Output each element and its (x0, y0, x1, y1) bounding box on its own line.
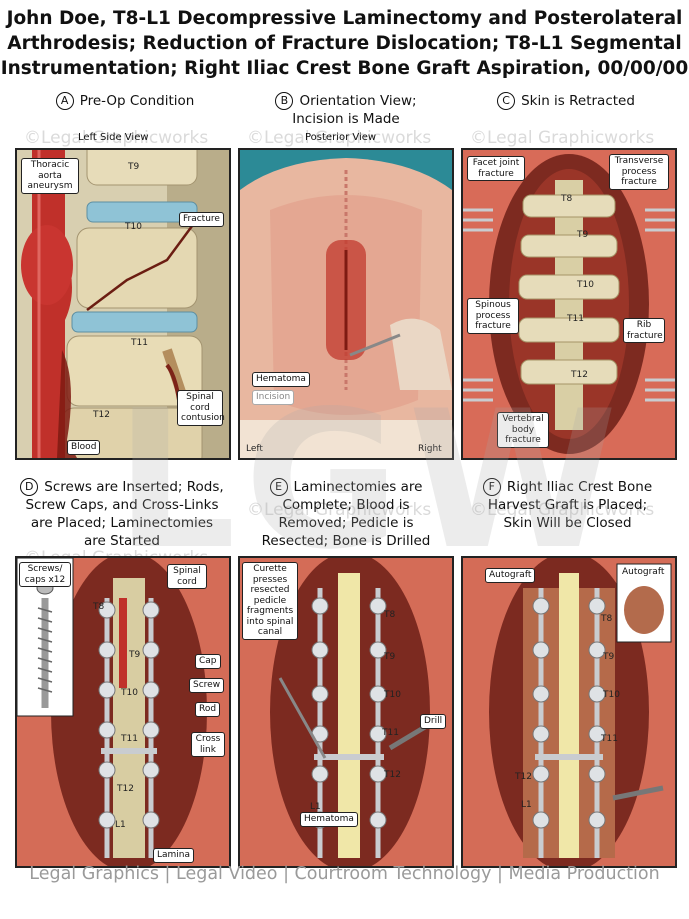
callout-vertebral-fracture: Vertebral body fracture (497, 412, 549, 448)
level-label: T8 (601, 614, 613, 624)
title-line-1: John Doe, T8-L1 Decompressive Laminectom… (6, 8, 683, 29)
panel-c-letter: C (497, 92, 516, 110)
level-label: T12 (571, 370, 588, 380)
level-label: T10 (603, 690, 620, 700)
panel-b-heading: B Orientation View; Incision is Made (236, 92, 456, 128)
panel-c-heading: C Skin is Retracted (460, 92, 672, 110)
callout-screws-caps: Screws/ caps x12 (19, 562, 71, 587)
level-label: T8 (93, 602, 105, 612)
level-label: T9 (384, 652, 396, 662)
panel-d-title-3: are Placed; Laminectomies (30, 515, 214, 531)
panel-a-image: T9 T10 T11 T12 Thoracic aorta aneurysm F… (15, 148, 231, 460)
callout-cap: Cap (195, 654, 221, 669)
callout-hematoma: Hematoma (300, 812, 358, 827)
panel-c-image: T8 T9 T10 T11 T12 Facet joint fracture T… (461, 148, 677, 460)
panel-f-illustration (463, 558, 675, 866)
callout-incision: Incision (252, 390, 295, 405)
panel-b-title-1: Orientation View; (299, 93, 417, 109)
panel-e-letter: E (269, 478, 288, 496)
level-label: T12 (93, 410, 110, 420)
panel-a-view-label: Left Side View (78, 132, 149, 143)
panel-b-view-label: Posterior View (305, 132, 377, 143)
level-label: T12 (515, 772, 532, 782)
callout-rod: Rod (195, 702, 221, 717)
side-right-label: Right (418, 444, 442, 454)
panel-c-title: Skin is Retracted (521, 93, 635, 109)
panel-d-title-1: Screws are Inserted; Rods, (44, 479, 224, 495)
level-label: T9 (128, 162, 140, 172)
panel-d-title-4: are Started (84, 533, 160, 549)
panel-e-title-1: Laminectomies are (293, 479, 423, 495)
panel-e-title-3: Removed; Pedicle is (278, 515, 414, 531)
page-title: John Doe, T8-L1 Decompressive Laminectom… (0, 6, 689, 81)
panel-d-illustration (17, 558, 229, 866)
panel-d-image: T8 T9 T10 T11 T12 L1 Screws/ caps x12 Sp… (15, 556, 231, 868)
level-label: L1 (521, 800, 532, 810)
panel-b-illustration (240, 150, 452, 458)
callout-hematoma: Hematoma (252, 372, 310, 387)
level-label: T9 (129, 650, 141, 660)
callout-spinal-cord: Spinal cord (167, 564, 207, 589)
panel-a-title: Pre-Op Condition (79, 93, 195, 109)
callout-aneurysm: Thoracic aorta aneurysm (21, 158, 79, 194)
side-left-label: Left (246, 444, 263, 454)
footer-tagline: Legal Graphics | Legal Video | Courtroom… (29, 864, 660, 884)
level-label: T12 (384, 770, 401, 780)
callout-contusion: Spinal cord contusion (177, 390, 225, 426)
level-label: T10 (577, 280, 594, 290)
level-label: T9 (603, 652, 615, 662)
level-label: T10 (384, 690, 401, 700)
callout-spinous-fracture: Spinous process fracture (467, 298, 519, 334)
callout-blood: Blood (67, 440, 101, 455)
callout-fracture: Fracture (179, 212, 224, 227)
callout-lamina: Lamina (153, 848, 195, 863)
panel-d-heading: D Screws are Inserted; Rods, Screw Caps, … (8, 478, 236, 550)
level-label: T9 (577, 230, 589, 240)
panel-f-title-2: Harvest Graft is Placed; (487, 497, 648, 513)
panel-e-title-4: Resected; Bone is Drilled (261, 533, 431, 549)
callout-screw: Screw (189, 678, 225, 693)
callout-autograft: Autograft (485, 568, 536, 583)
panel-b-letter: B (275, 92, 294, 110)
level-label: T11 (382, 728, 399, 738)
callout-transverse-fracture: Transverse process fracture (609, 154, 669, 190)
panel-e-image: T8 T9 T10 T11 T12 L1 Curette presses res… (238, 556, 454, 868)
title-line-3: Instrumentation; Right Iliac Crest Bone … (0, 58, 689, 79)
level-label: L1 (115, 820, 126, 830)
level-label: T8 (561, 194, 573, 204)
panel-f-heading: F Right Iliac Crest Bone Harvest Graft is… (460, 478, 675, 532)
level-label: T11 (131, 338, 148, 348)
level-label: T11 (567, 314, 584, 324)
panel-e-heading: E Laminectomies are Complete; Blood is Re… (236, 478, 456, 550)
callout-cross-link: Cross link (191, 732, 225, 757)
panel-d-title-2: Screw Caps, and Cross-Links (25, 497, 219, 513)
panel-f-title-1: Right Iliac Crest Bone (506, 479, 653, 495)
level-label: T8 (384, 610, 396, 620)
callout-rib-fracture: Rib fracture (623, 318, 665, 343)
panel-b-title-2: Incision is Made (292, 111, 400, 127)
callout-curette: Curette presses resected pedicle fragmen… (242, 562, 298, 640)
panel-a-heading: A Pre-Op Condition (20, 92, 230, 110)
level-label: T12 (117, 784, 134, 794)
level-label: T11 (601, 734, 618, 744)
callout-autograft-inset: Autograft (619, 566, 668, 579)
level-label: T11 (121, 734, 138, 744)
panel-e-title-2: Complete; Blood is (282, 497, 410, 513)
level-label: T10 (125, 222, 142, 232)
panel-b-image: Hematoma Incision Left Right (238, 148, 454, 460)
callout-facet-fracture: Facet joint fracture (467, 156, 525, 181)
panel-d-letter: D (20, 478, 39, 496)
panel-f-letter: F (482, 478, 501, 496)
panel-f-title-3: Skin Will be Closed (503, 515, 632, 531)
panel-f-image: T8 T9 T10 T11 T12 L1 Autograft Autograft (461, 556, 677, 868)
panel-a-letter: A (55, 92, 74, 110)
watermark: ©Legal Graphicworks (470, 128, 655, 148)
level-label: T10 (121, 688, 138, 698)
callout-drill: Drill (420, 714, 447, 729)
title-line-2: Arthrodesis; Reduction of Fracture Dislo… (7, 33, 682, 54)
level-label: L1 (310, 802, 321, 812)
